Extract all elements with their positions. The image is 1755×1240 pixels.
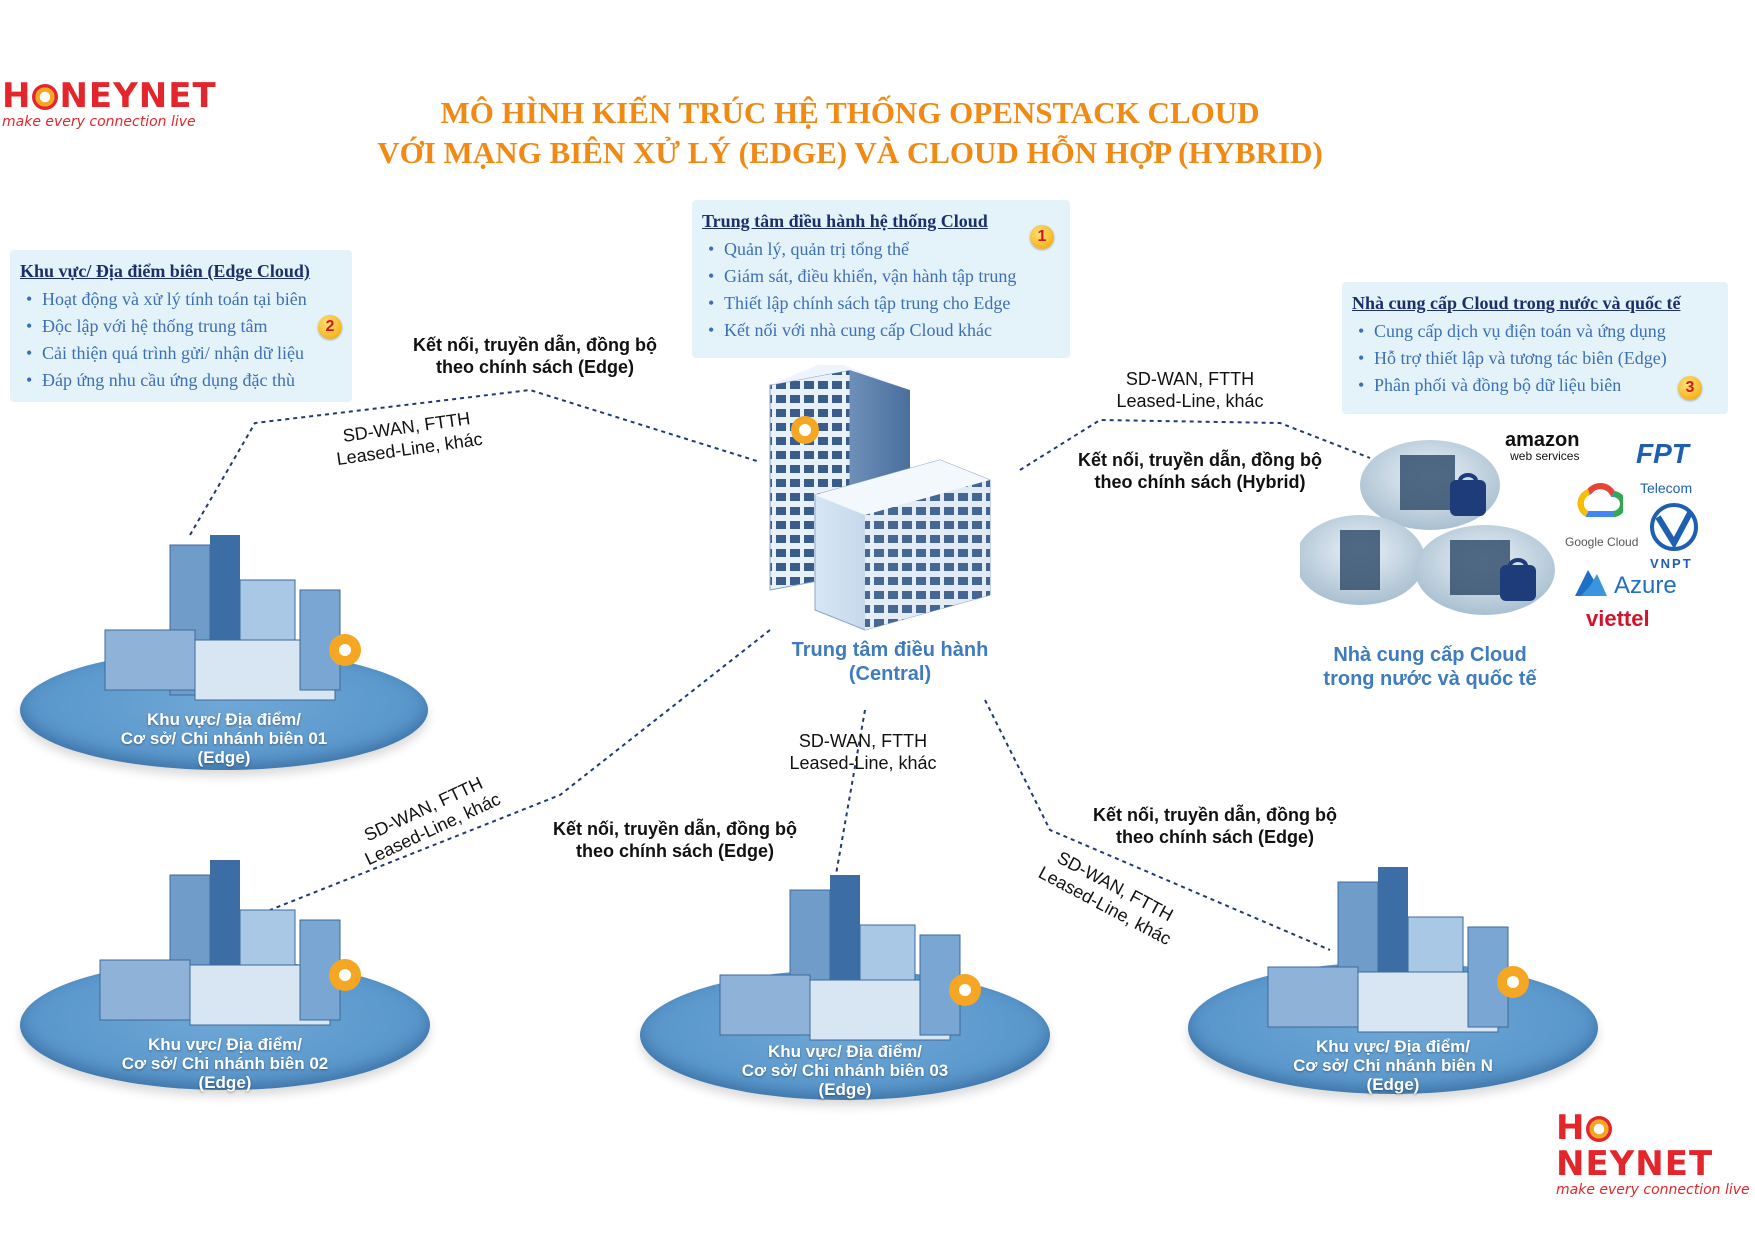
page-title: MÔ HÌNH KIẾN TRÚC HỆ THỐNG OPENSTACK CLO… [377, 95, 1323, 170]
link-hybrid [1019, 418, 1371, 471]
cloud-icon [1300, 515, 1425, 605]
edge-site-N: Khu vực/ Địa điểm/Cơ sở/ Chi nhánh biên … [1188, 862, 1598, 1102]
list-item: Cải thiện quá trình gửi/ nhận dữ liệu [26, 340, 342, 367]
info-list-central: Quản lý, quản trị tổng thể Giám sát, điề… [702, 236, 1060, 344]
info-title-edge: Khu vực/ Địa điểm biên (Edge Cloud) [20, 261, 310, 281]
site-label-N: Khu vực/ Địa điểm/Cơ sở/ Chi nhánh biên … [1293, 1037, 1493, 1094]
viettel-logo: viettel [1586, 606, 1650, 631]
badge-1: 1 [1030, 225, 1054, 249]
edge-building-icon [719, 875, 981, 1041]
edge-site-02: Khu vực/ Địa điểm/Cơ sở/ Chi nhánh biên … [20, 850, 430, 1098]
azure-icon [1575, 570, 1607, 596]
amazon-logo: amazon web services [1505, 429, 1580, 463]
edge-building-icon [99, 860, 361, 1026]
info-box-edge: Khu vực/ Địa điểm biên (Edge Cloud) Hoạt… [10, 250, 352, 402]
list-item: Giám sát, điều khiển, vận hành tập trung [708, 263, 1060, 290]
edge-site-01: Khu vực/ Địa điểm/Cơ sở/ Chi nhánh biên … [20, 530, 428, 778]
cloud-cluster-icon [1300, 440, 1555, 615]
list-item: Hỗ trợ thiết lập và tương tác biên (Edge… [1358, 345, 1718, 372]
logo-tagline: make every connection live [2, 114, 196, 130]
link-edge02 [269, 629, 771, 911]
list-item: Độc lập với hệ thống trung tâm [26, 313, 342, 340]
site-label-02: Khu vực/ Địa điểm/Cơ sở/ Chi nhánh biên … [121, 1035, 329, 1092]
list-item: Kết nối với nhà cung cấp Cloud khác [708, 317, 1060, 344]
honeynet-logo-bottom: HNEYNET make every connection live [1556, 1110, 1755, 1198]
badge-2: 2 [318, 315, 342, 339]
cloud-icon [1415, 525, 1555, 615]
list-item: Thiết lập chính sách tập trung cho Edge [708, 290, 1060, 317]
list-item: Đáp ứng nhu cầu ứng dụng đặc thù [26, 367, 342, 394]
info-title-provider: Nhà cung cấp Cloud trong nước và quốc tế [1352, 293, 1681, 313]
cloud-icon [1360, 440, 1500, 530]
fpt-logo: FPT [1636, 438, 1689, 469]
vnpt-icon [1650, 503, 1698, 551]
info-list-edge: Hoạt động và xử lý tính toán tại biên Độ… [20, 286, 342, 394]
logo-o-icon [32, 84, 59, 110]
list-item: Hoạt động và xử lý tính toán tại biên [26, 286, 342, 313]
list-item: Cung cấp dịch vụ điện toán và ứng dụng [1358, 318, 1718, 345]
vnpt-text: VNPT [1650, 556, 1693, 571]
fpt-telecom-text: Telecom [1640, 480, 1693, 496]
central-building-icon [769, 365, 991, 631]
info-box-provider: Nhà cung cấp Cloud trong nước và quốc tế… [1342, 282, 1728, 414]
site-label-01: Khu vực/ Địa điểm/Cơ sở/ Chi nhánh biên … [120, 710, 328, 767]
badge-3: 3 [1678, 376, 1702, 400]
edge-site-03: Khu vực/ Địa điểm/Cơ sở/ Chi nhánh biên … [640, 870, 1050, 1108]
list-item: Phân phối và đồng bộ dữ liệu biên [1358, 372, 1718, 399]
edge-building-icon [104, 535, 361, 701]
google-cloud-text: Google Cloud [1565, 535, 1639, 549]
link-edgeN [984, 699, 1331, 951]
edge-building-icon [1267, 867, 1529, 1033]
site-label-03: Khu vực/ Địa điểm/Cơ sở/ Chi nhánh biên … [741, 1042, 949, 1099]
info-list-provider: Cung cấp dịch vụ điện toán và ứng dụng H… [1352, 318, 1718, 399]
azure-text: Azure [1614, 572, 1677, 599]
link-edge01 [189, 388, 761, 536]
logo-o-icon [1586, 1116, 1613, 1142]
info-title-central: Trung tâm điều hành hệ thống Cloud [702, 211, 988, 231]
central-label: Trung tâm điều hành(Central) [791, 639, 989, 685]
list-item: Quản lý, quản trị tổng thể [708, 236, 1060, 263]
google-cloud-icon [1577, 483, 1623, 517]
logo-tagline: make every connection live [1556, 1182, 1750, 1198]
info-box-central: Trung tâm điều hành hệ thống Cloud Quản … [692, 200, 1070, 358]
